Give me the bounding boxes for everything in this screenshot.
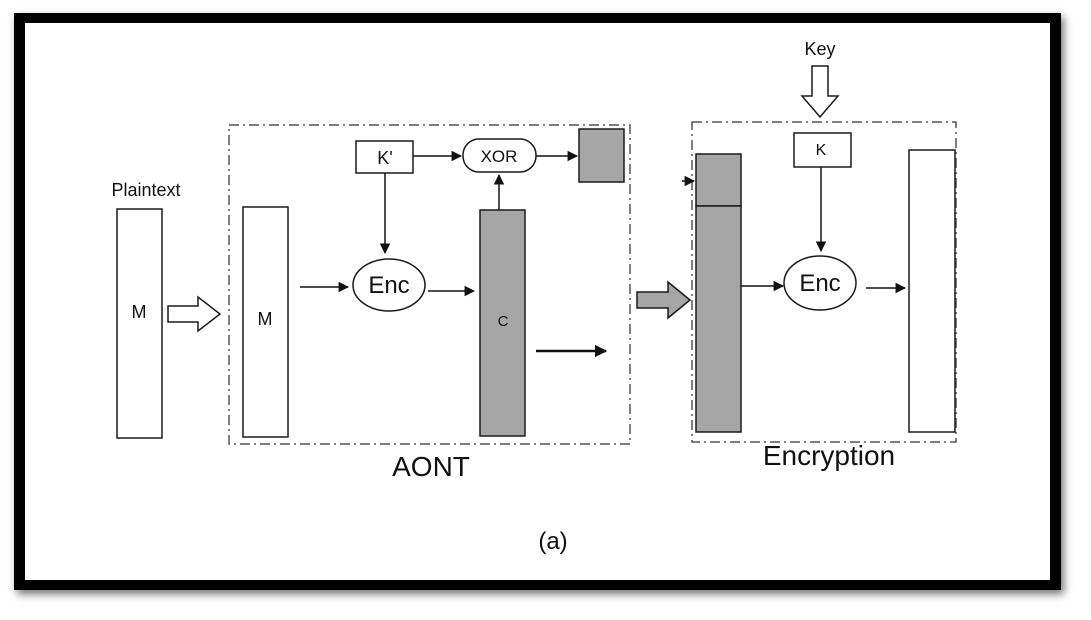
aont-message-block bbox=[242, 206, 289, 438]
gray-arrow-icon bbox=[636, 280, 692, 320]
aont-enc-ellipse bbox=[352, 258, 426, 312]
aont-label: AONT bbox=[392, 451, 470, 482]
key-box bbox=[793, 132, 852, 168]
figure-caption: (a) bbox=[538, 528, 567, 555]
key-prime-label: K' bbox=[377, 148, 392, 168]
plaintext-label: Plaintext bbox=[111, 180, 180, 200]
xor-output-block bbox=[578, 128, 625, 183]
package-top-block bbox=[695, 153, 742, 207]
key-label: Key bbox=[804, 39, 835, 59]
encryption-boundary bbox=[691, 121, 957, 443]
aont-enc-label: Enc bbox=[368, 272, 409, 299]
key-prime-box bbox=[355, 140, 414, 174]
plaintext-m-label: M bbox=[132, 302, 147, 322]
image-frame bbox=[14, 13, 1061, 590]
xor-label: XOR bbox=[481, 147, 518, 166]
package-main-block bbox=[695, 205, 742, 433]
encryption-enc-label: Enc bbox=[799, 270, 840, 297]
encryption-enc-ellipse bbox=[783, 255, 857, 311]
plaintext-block bbox=[116, 208, 163, 439]
diagram-panel bbox=[25, 23, 1050, 580]
ciphertext-label: C bbox=[498, 313, 509, 330]
aont-m-label: M bbox=[258, 309, 273, 329]
encryption-label: Encryption bbox=[763, 440, 895, 471]
output-block bbox=[908, 149, 956, 433]
aont-boundary bbox=[228, 124, 631, 445]
hollow-arrow-icon bbox=[167, 295, 222, 333]
ciphertext-block bbox=[479, 209, 526, 437]
key-box-label: K bbox=[816, 142, 827, 159]
key-down-arrow-icon bbox=[800, 65, 840, 119]
